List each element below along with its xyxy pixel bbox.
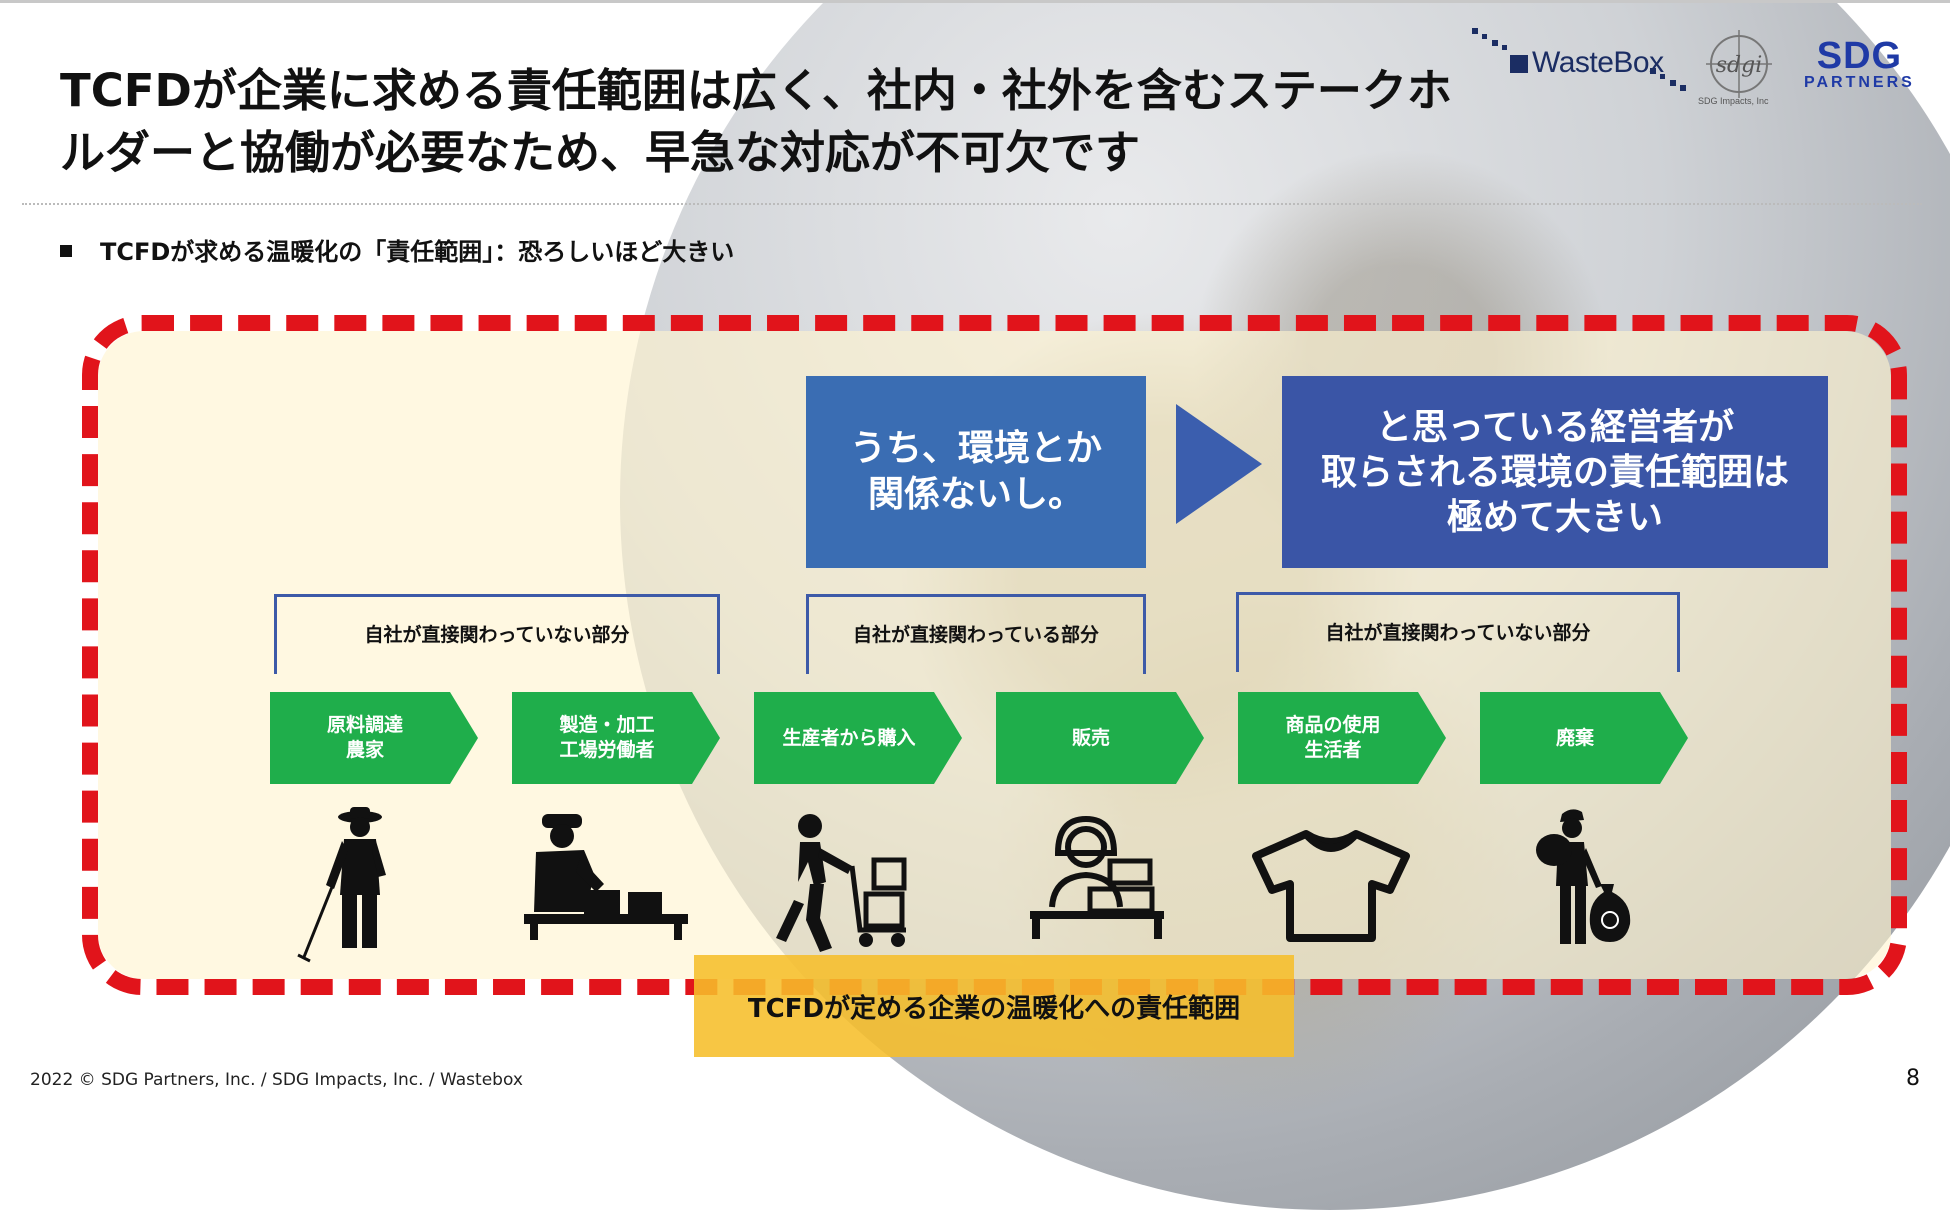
step-sales: 販売	[996, 692, 1204, 784]
page-title: TCFDが企業に求める責任範囲は広く、社内・社外を含むステークホルダーと協働が必…	[60, 60, 1460, 184]
wastebox-dots-icon-2	[1648, 66, 1694, 94]
bullet-point: TCFDが求める温暖化の「責任範囲」：恐ろしいほど大きい	[60, 232, 734, 267]
responsibility-box: と思っている経営者が 取らされる環境の責任範囲は 極めて大きい	[1282, 376, 1828, 568]
top-rule	[0, 0, 1950, 3]
step-manufacturing: 製造・加工 工場労働者	[512, 692, 720, 784]
sdg-partners-logo: SDG PARTNERS	[1804, 38, 1915, 92]
bracket-downstream-label: 自社が直接関わっていない部分	[1236, 618, 1680, 645]
step-disposal: 廃棄	[1480, 692, 1688, 784]
garbage-disposal-icon	[1532, 806, 1636, 948]
step-usage: 商品の使用 生活者	[1238, 692, 1446, 784]
wastebox-logo: WasteBox	[1510, 46, 1664, 80]
svg-text:sdgi: sdgi	[1716, 53, 1763, 78]
title-separator	[22, 203, 1922, 205]
bullet-square-icon	[60, 245, 72, 257]
cart-delivery-icon	[770, 812, 910, 952]
factory-worker-icon	[524, 814, 688, 940]
responsibility-scope-banner: TCFDが定める企業の温暖化への責任範囲	[694, 955, 1294, 1057]
arrow-right-icon	[1176, 404, 1262, 524]
bracket-upstream-label: 自社が直接関わっていない部分	[274, 620, 720, 647]
manager-thought-box: うち、環境とか 関係ないし。	[806, 376, 1146, 568]
partner-logos: WasteBox sdgi SDG Impacts, Inc SDG PARTN…	[1470, 22, 1940, 112]
farmer-icon	[296, 805, 426, 963]
bracket-company-label: 自社が直接関わっている部分	[806, 620, 1146, 647]
page-number: 8	[1906, 1066, 1920, 1091]
step-purchase: 生産者から購入	[754, 692, 962, 784]
sdgi-subtitle: SDG Impacts, Inc	[1698, 96, 1798, 106]
copyright: 2022 © SDG Partners, Inc. / SDG Impacts,…	[30, 1070, 523, 1090]
tshirt-icon	[1248, 828, 1414, 944]
cashier-icon	[1030, 815, 1164, 939]
step-raw-materials: 原料調達 農家	[270, 692, 478, 784]
